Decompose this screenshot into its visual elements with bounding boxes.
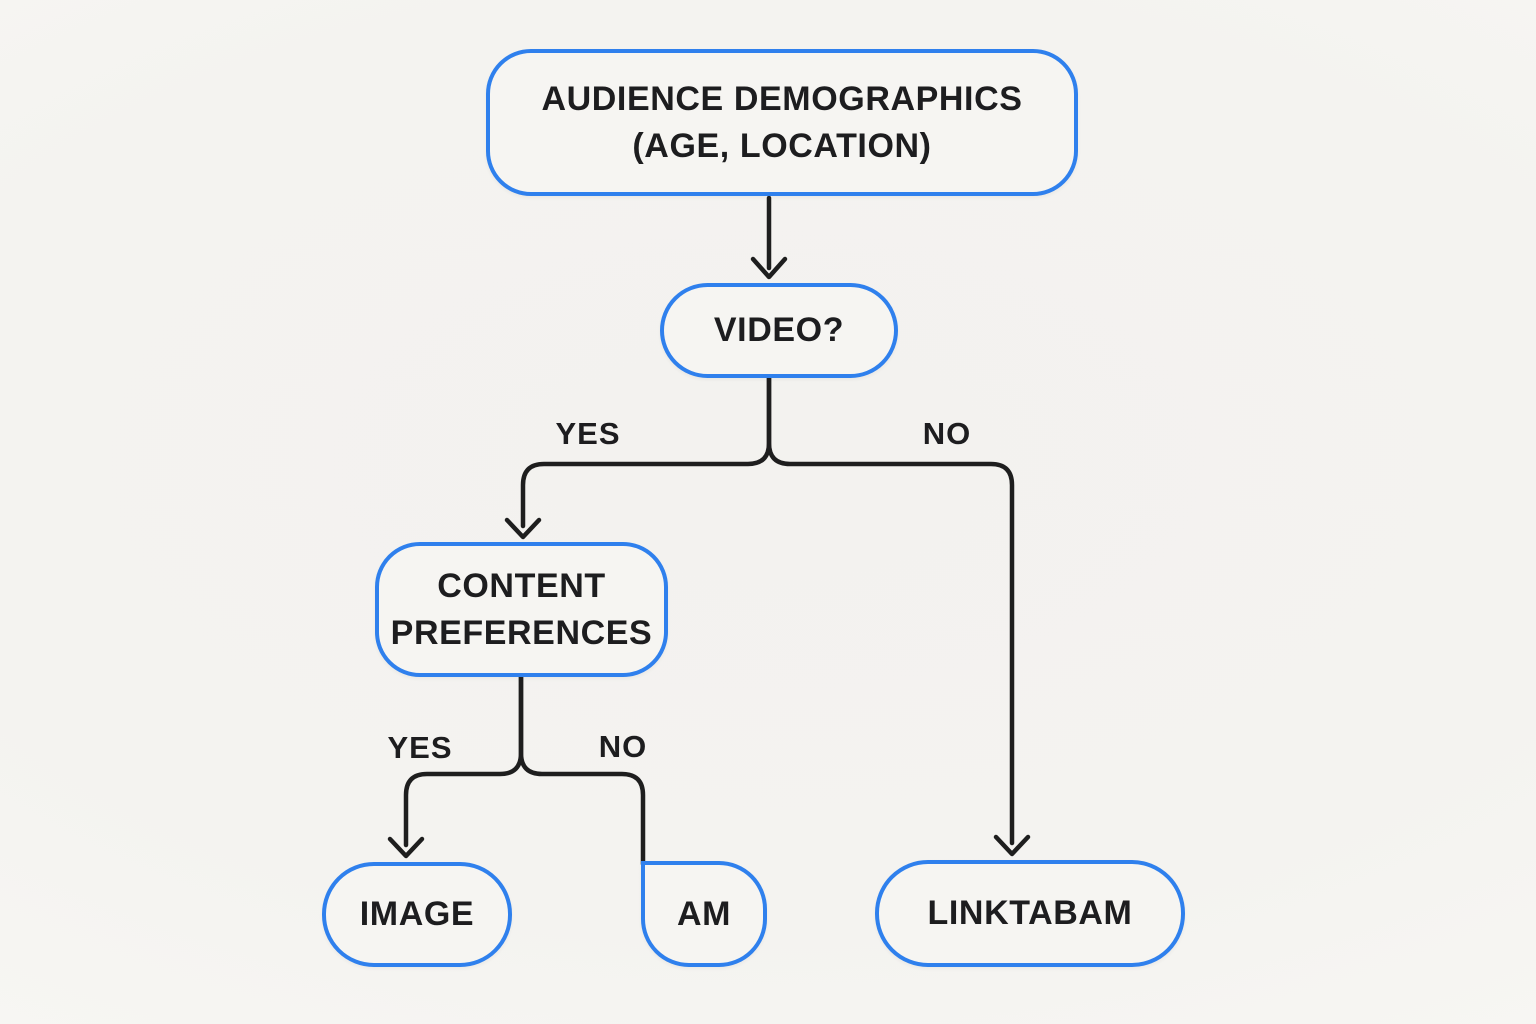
- label-video-no: NO: [922, 416, 972, 451]
- node-am: AM: [641, 861, 767, 967]
- node-video-decision: VIDEO?: [660, 283, 898, 378]
- edge-video-yes: [520, 375, 772, 529]
- node-content-preferences: CONTENT PREFERENCES: [375, 542, 668, 677]
- label-content-yes: YES: [387, 730, 453, 765]
- arrowhead-video-icon: [750, 256, 788, 280]
- node-content-line2: PREFERENCES: [390, 613, 653, 652]
- node-linktabam: LINKTABAM: [875, 860, 1185, 967]
- node-am-label: AM: [676, 894, 732, 933]
- label-video-yes: YES: [555, 416, 621, 451]
- node-audience-line1: AUDIENCE DEMOGRAPHICS: [541, 79, 1023, 118]
- arrowhead-linktabam-icon: [993, 834, 1031, 857]
- node-audience-demographics: AUDIENCE DEMOGRAPHICS (AGE, LOCATION): [486, 49, 1078, 196]
- node-audience-line2: (AGE, LOCATION): [632, 126, 932, 165]
- node-image-label: IMAGE: [359, 895, 475, 934]
- arrowhead-content-icon: [504, 517, 542, 540]
- node-video-label: VIDEO?: [713, 311, 845, 350]
- arrowhead-image-icon: [387, 836, 425, 859]
- node-content-line1: CONTENT: [437, 566, 606, 605]
- label-content-no: NO: [598, 729, 648, 764]
- node-linktabam-label: LINKTABAM: [927, 894, 1133, 933]
- edge-content-no: [518, 674, 646, 867]
- edge-video-no: [766, 375, 1015, 846]
- node-image: IMAGE: [322, 862, 512, 967]
